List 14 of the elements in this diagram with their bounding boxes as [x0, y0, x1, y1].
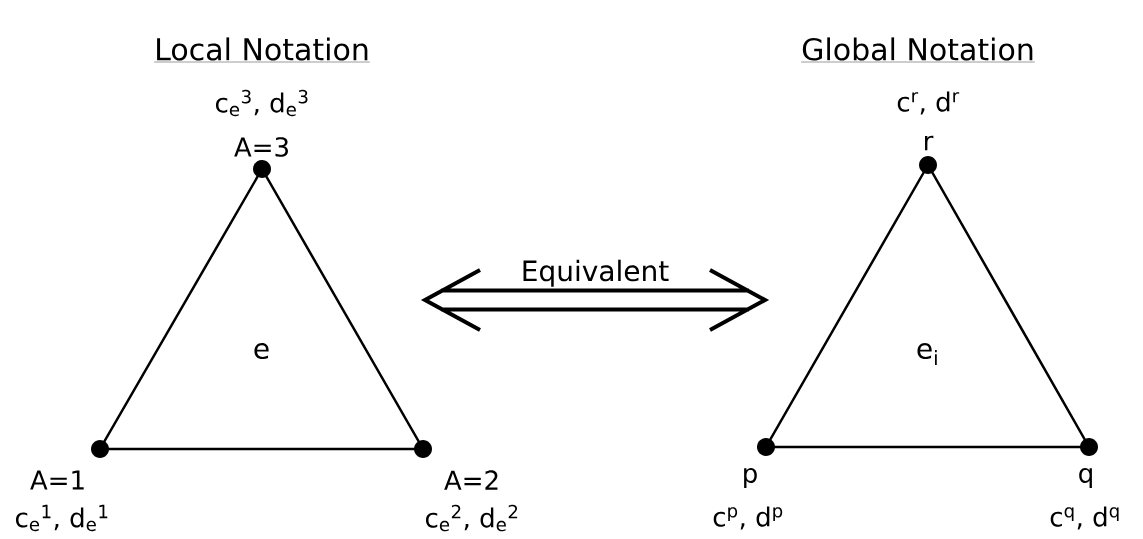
vertex-label: c$^{r}$, d$^{r}$	[897, 91, 960, 115]
double-arrow	[420, 268, 770, 332]
vertex-label: c$^{q}$, d$^{q}$	[1050, 506, 1119, 530]
vertex-label: c$^{p}$, d$^{p}$	[713, 506, 783, 530]
vertex-label: c$_{e}$$^{2}$, d$_{e}$2	[426, 504, 518, 532]
vertex-label: c$_{e}$$^{3}$, d$_{e}$3	[216, 89, 308, 117]
heading: Global Notation	[801, 37, 1036, 63]
vertex-label: c$_{e}$$^{1}$, d$_{e}$1	[16, 504, 108, 532]
vertex-label: A=1	[30, 470, 84, 490]
heading: Local Notation	[153, 37, 371, 63]
vertex-label: A=2	[444, 470, 498, 490]
edge-label: Equivalent	[523, 259, 669, 287]
vertex-label: q	[1079, 468, 1092, 488]
vertex-label: p	[744, 468, 757, 488]
